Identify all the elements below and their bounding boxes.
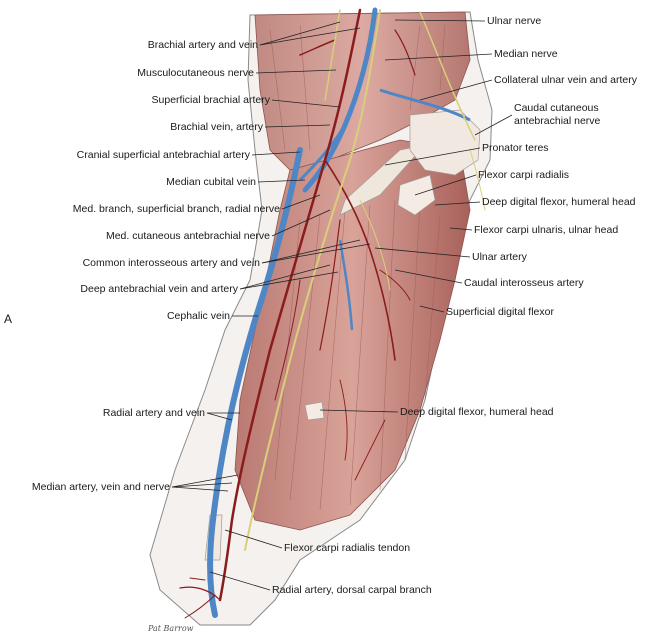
label-median-cubital-vein: Median cubital vein xyxy=(166,176,256,188)
label-cephalic-vein: Cephalic vein xyxy=(166,310,230,322)
label-flexor-carpi-radialis-tendon: Flexor carpi radialis tendon xyxy=(284,542,411,554)
label-flexor-carpi-radialis: Flexor carpi radialis xyxy=(478,169,570,181)
leader-lines xyxy=(171,19,513,591)
label-radial-nerve-superficial-branch: Med. branch, superficial branch, radial … xyxy=(72,203,280,215)
label-radial-artery-and-vein: Radial artery and vein xyxy=(102,407,205,419)
flexor-carpi-radialis-origin xyxy=(397,174,436,216)
pronator-teres-tendon xyxy=(339,144,426,216)
label-ulnar-nerve: Ulnar nerve xyxy=(487,15,542,27)
deep-digital-flexor-origin xyxy=(304,401,325,421)
artist-signature: Pat Barrow xyxy=(148,624,194,633)
panel-letter: A xyxy=(4,312,13,326)
collateral-ulnar-vein xyxy=(379,88,471,122)
label-brachial-artery-and-vein: Brachial artery and vein xyxy=(147,39,258,51)
label-radial-artery-dorsal-carpal-branch: Radial artery, dorsal carpal branch xyxy=(272,584,432,596)
label-median-nerve: Median nerve xyxy=(494,48,558,60)
label-pronator-teres: Pronator teres xyxy=(482,142,549,154)
label-caudal-interosseus-artery: Caudal interosseus artery xyxy=(464,277,584,289)
label-cranial-superficial-antebrachial-artery: Cranial superficial antebrachial artery xyxy=(76,149,250,161)
label-deep-digital-flexor-humeral-head-lower: Deep digital flexor, humeral head xyxy=(400,406,554,418)
nerves xyxy=(244,9,486,551)
label-deep-digital-flexor-humeral-head-upper: Deep digital flexor, humeral head xyxy=(482,196,636,208)
label-caudal-cutaneous-line1: Caudal cutaneous xyxy=(514,102,599,114)
muscle-striations xyxy=(269,24,446,511)
brachial-vein xyxy=(302,7,378,193)
median-cubital-vein xyxy=(298,124,347,182)
label-common-interosseous-artery-and-vein: Common interosseous artery and vein xyxy=(82,257,260,269)
label-med-cutaneous-antebrachial-nerve: Med. cutaneous antebrachial nerve xyxy=(105,230,270,242)
label-median-artery-vein-and-nerve: Median artery, vein and nerve xyxy=(31,481,170,493)
label-ulnar-artery: Ulnar artery xyxy=(472,251,527,263)
label-superficial-brachial-artery: Superficial brachial artery xyxy=(151,94,270,106)
label-caudal-cutaneous-line2: antebrachial nerve xyxy=(514,115,601,127)
label-superficial-digital-flexor: Superficial digital flexor xyxy=(446,306,554,318)
elbow-joint-capsule xyxy=(409,109,481,176)
label-musculocutaneous-nerve: Musculocutaneous nerve xyxy=(137,67,254,79)
cephalic-vein xyxy=(207,147,303,618)
label-deep-antebrachial-vein-and-artery: Deep antebrachial vein and artery xyxy=(80,283,238,295)
label-collateral-ulnar-vein-and-artery: Collateral ulnar vein and artery xyxy=(494,74,637,86)
label-flexor-carpi-ulnaris-ulnar-head: Flexor carpi ulnaris, ulnar head xyxy=(474,224,619,236)
label-brachial-vein-artery: Brachial vein, artery xyxy=(170,121,263,133)
